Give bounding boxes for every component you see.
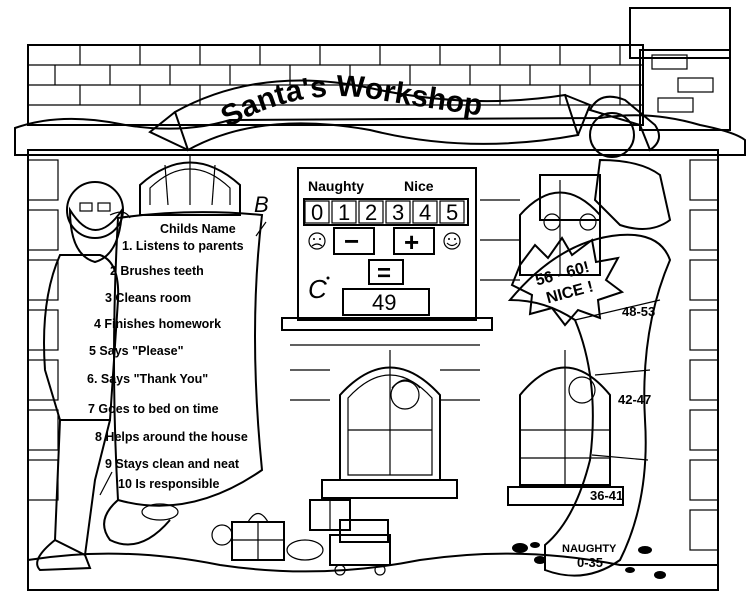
minus-button[interactable] xyxy=(333,227,375,255)
football xyxy=(286,539,324,561)
right-upper-window xyxy=(519,180,601,276)
nice-label: Nice xyxy=(404,178,434,194)
sad-face-icon xyxy=(308,232,326,250)
elf-hat xyxy=(588,95,660,152)
good-deeds-scroll: Childs Name 1. Listens to parents 2 Brus… xyxy=(87,192,269,546)
digit-box-4[interactable] xyxy=(412,200,438,224)
building xyxy=(14,7,746,591)
deed-3: 3 Cleans room xyxy=(105,291,191,305)
handwritten-c: C xyxy=(308,274,327,304)
scroll-paper xyxy=(113,211,264,507)
middle-window xyxy=(321,350,458,499)
digit-box-3[interactable] xyxy=(385,200,411,224)
ribbon-paper xyxy=(507,233,672,577)
digit-1: 1 xyxy=(338,200,350,225)
elf-head xyxy=(589,112,635,158)
snow-ledge xyxy=(14,114,746,156)
equals-button[interactable] xyxy=(368,259,404,285)
plus-symbol: + xyxy=(404,227,419,257)
range-36-41: 36-41 xyxy=(590,488,623,503)
deed-5: 5 Says "Please" xyxy=(89,344,184,358)
santa-figure xyxy=(36,181,131,572)
brick-rows xyxy=(28,45,643,106)
digit-box-1[interactable] xyxy=(331,200,357,224)
deed-7: 7 Goes to bed on time xyxy=(88,402,219,416)
right-lower-window xyxy=(507,350,624,506)
digit-5: 5 xyxy=(446,200,458,225)
digit-box-2[interactable] xyxy=(358,200,384,224)
digit-4: 4 xyxy=(419,200,431,225)
santa-body xyxy=(43,254,120,421)
banner: Santa's Workshop xyxy=(148,70,592,152)
deed-2: 2 Brushes teeth xyxy=(110,264,204,278)
digit-0: 0 xyxy=(311,200,323,225)
naughty-label: Naughty xyxy=(308,178,364,194)
total-display xyxy=(342,288,430,316)
santa-boot xyxy=(36,539,92,572)
chimney xyxy=(639,49,731,131)
range-48-53: 48-53 xyxy=(622,304,655,319)
coal-lumps xyxy=(512,542,666,579)
teddy-bear xyxy=(211,524,233,546)
deed-6: 6. Says "Thank You" xyxy=(87,372,208,386)
rating-ribbon: 56 - 60! NICE ! 48-53 42-47 36-41 NAUGHT… xyxy=(507,233,672,579)
scoreboard: Naughty Nice 0 1 2 3 4 5 − + xyxy=(281,167,493,331)
santa-beard xyxy=(68,206,124,264)
naughty-range-label: NAUGHTY xyxy=(562,543,617,555)
deed-1: 1. Listens to parents xyxy=(122,239,244,253)
equals-symbol: = xyxy=(377,260,391,287)
present-box-right xyxy=(339,519,389,543)
snow-ground xyxy=(27,552,719,591)
digit-2: 2 xyxy=(365,200,377,225)
total-value: 49 xyxy=(372,290,396,315)
deed-9: 9 Stays clean and neat xyxy=(105,457,240,471)
scoreboard-shelf xyxy=(281,317,493,331)
toy-wagon xyxy=(329,534,391,566)
digit-box-5[interactable] xyxy=(439,200,465,224)
top-left-window xyxy=(139,155,241,216)
digit-3: 3 xyxy=(392,200,404,225)
plus-button[interactable] xyxy=(393,227,435,255)
naughty-range-value: 0-35 xyxy=(577,555,603,570)
nice-badge xyxy=(510,236,625,327)
presents xyxy=(211,499,391,576)
deed-8: 8 Helps around the house xyxy=(95,430,248,444)
digit-row: 0 1 2 3 4 5 xyxy=(303,198,469,226)
digit-box-0[interactable] xyxy=(304,200,330,224)
happy-face-icon xyxy=(443,232,461,250)
minus-symbol: − xyxy=(344,226,359,256)
deed-10: 10 Is responsible xyxy=(118,477,219,491)
banner-ribbon xyxy=(173,79,580,152)
toy-train xyxy=(539,174,601,221)
scoreboard-panel xyxy=(297,167,477,321)
elf-body xyxy=(593,158,672,230)
handwritten-b: B xyxy=(254,192,269,217)
deed-4: 4 Finishes homework xyxy=(94,317,221,331)
range-42-47: 42-47 xyxy=(618,392,651,407)
elf-figure xyxy=(539,95,672,231)
scroll-heading: Childs Name xyxy=(160,222,236,236)
chimney-top xyxy=(629,7,731,59)
